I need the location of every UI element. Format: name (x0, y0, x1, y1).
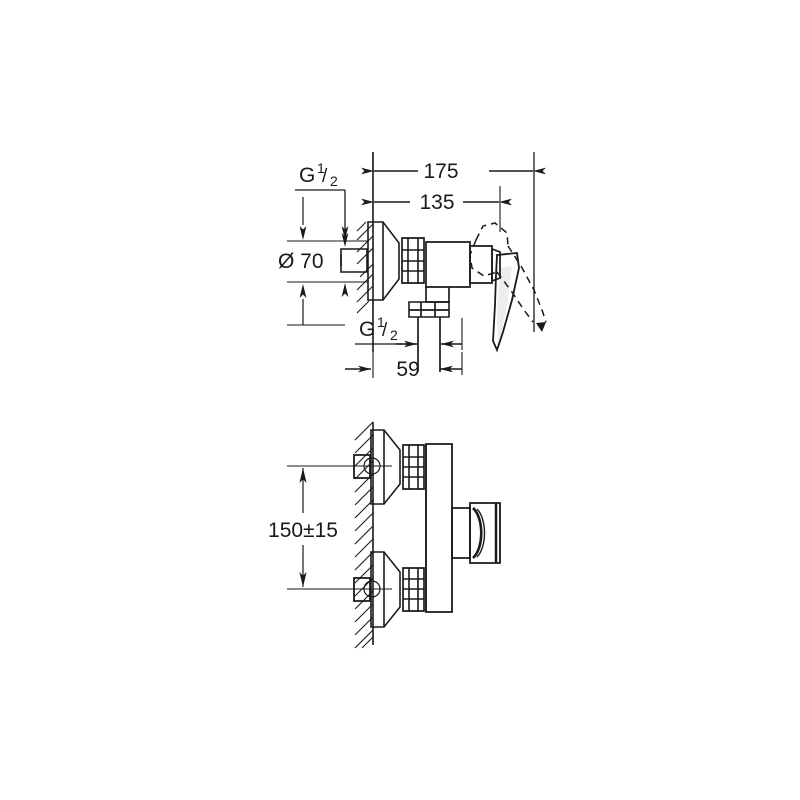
g-half-inlet-slash: / (322, 166, 328, 187)
dimension-175-label: 175 (423, 160, 458, 183)
dimension-175: 175 (361, 152, 546, 332)
mixer-body-front (425, 443, 453, 613)
lever-handle-top (492, 252, 520, 353)
wall-section-bottom (354, 421, 374, 649)
dimension-59-label: 59 (396, 358, 419, 381)
dimension-diameter-70: Ø 70 (278, 226, 368, 326)
inlet-connection-top (340, 221, 425, 301)
dimension-135: 135 (361, 186, 512, 232)
g-half-inlet-denominator: 2 (330, 173, 338, 189)
front-view-group: 150±15 (268, 421, 501, 649)
dimension-g-half-outlet: G 1 / 2 (355, 314, 463, 350)
dimension-diameter-70-label: Ø 70 (278, 250, 324, 273)
dimension-135-label: 135 (419, 191, 454, 214)
wall-hatching-bottom (354, 421, 374, 649)
dimension-150-tolerance: 150±15 (268, 465, 372, 590)
g-half-outlet-slash: / (382, 320, 388, 341)
dimension-150-label: 150±15 (268, 519, 338, 542)
g-half-outlet-denominator: 2 (390, 327, 398, 343)
g-half-outlet-numerator: 1 (377, 314, 385, 330)
side-view-group: 175 135 G 1 / 2 (278, 152, 547, 381)
g-half-outlet-main: G (359, 318, 375, 341)
dimension-59: 59 (345, 352, 463, 381)
dimension-g-half-inlet: G 1 / 2 (295, 160, 349, 247)
g-half-inlet-main: G (299, 164, 315, 187)
handle-knob-front (451, 502, 501, 564)
inlet-connection-upper (340, 429, 425, 505)
mixer-body-top (408, 241, 501, 372)
g-half-inlet-numerator: 1 (317, 160, 325, 176)
